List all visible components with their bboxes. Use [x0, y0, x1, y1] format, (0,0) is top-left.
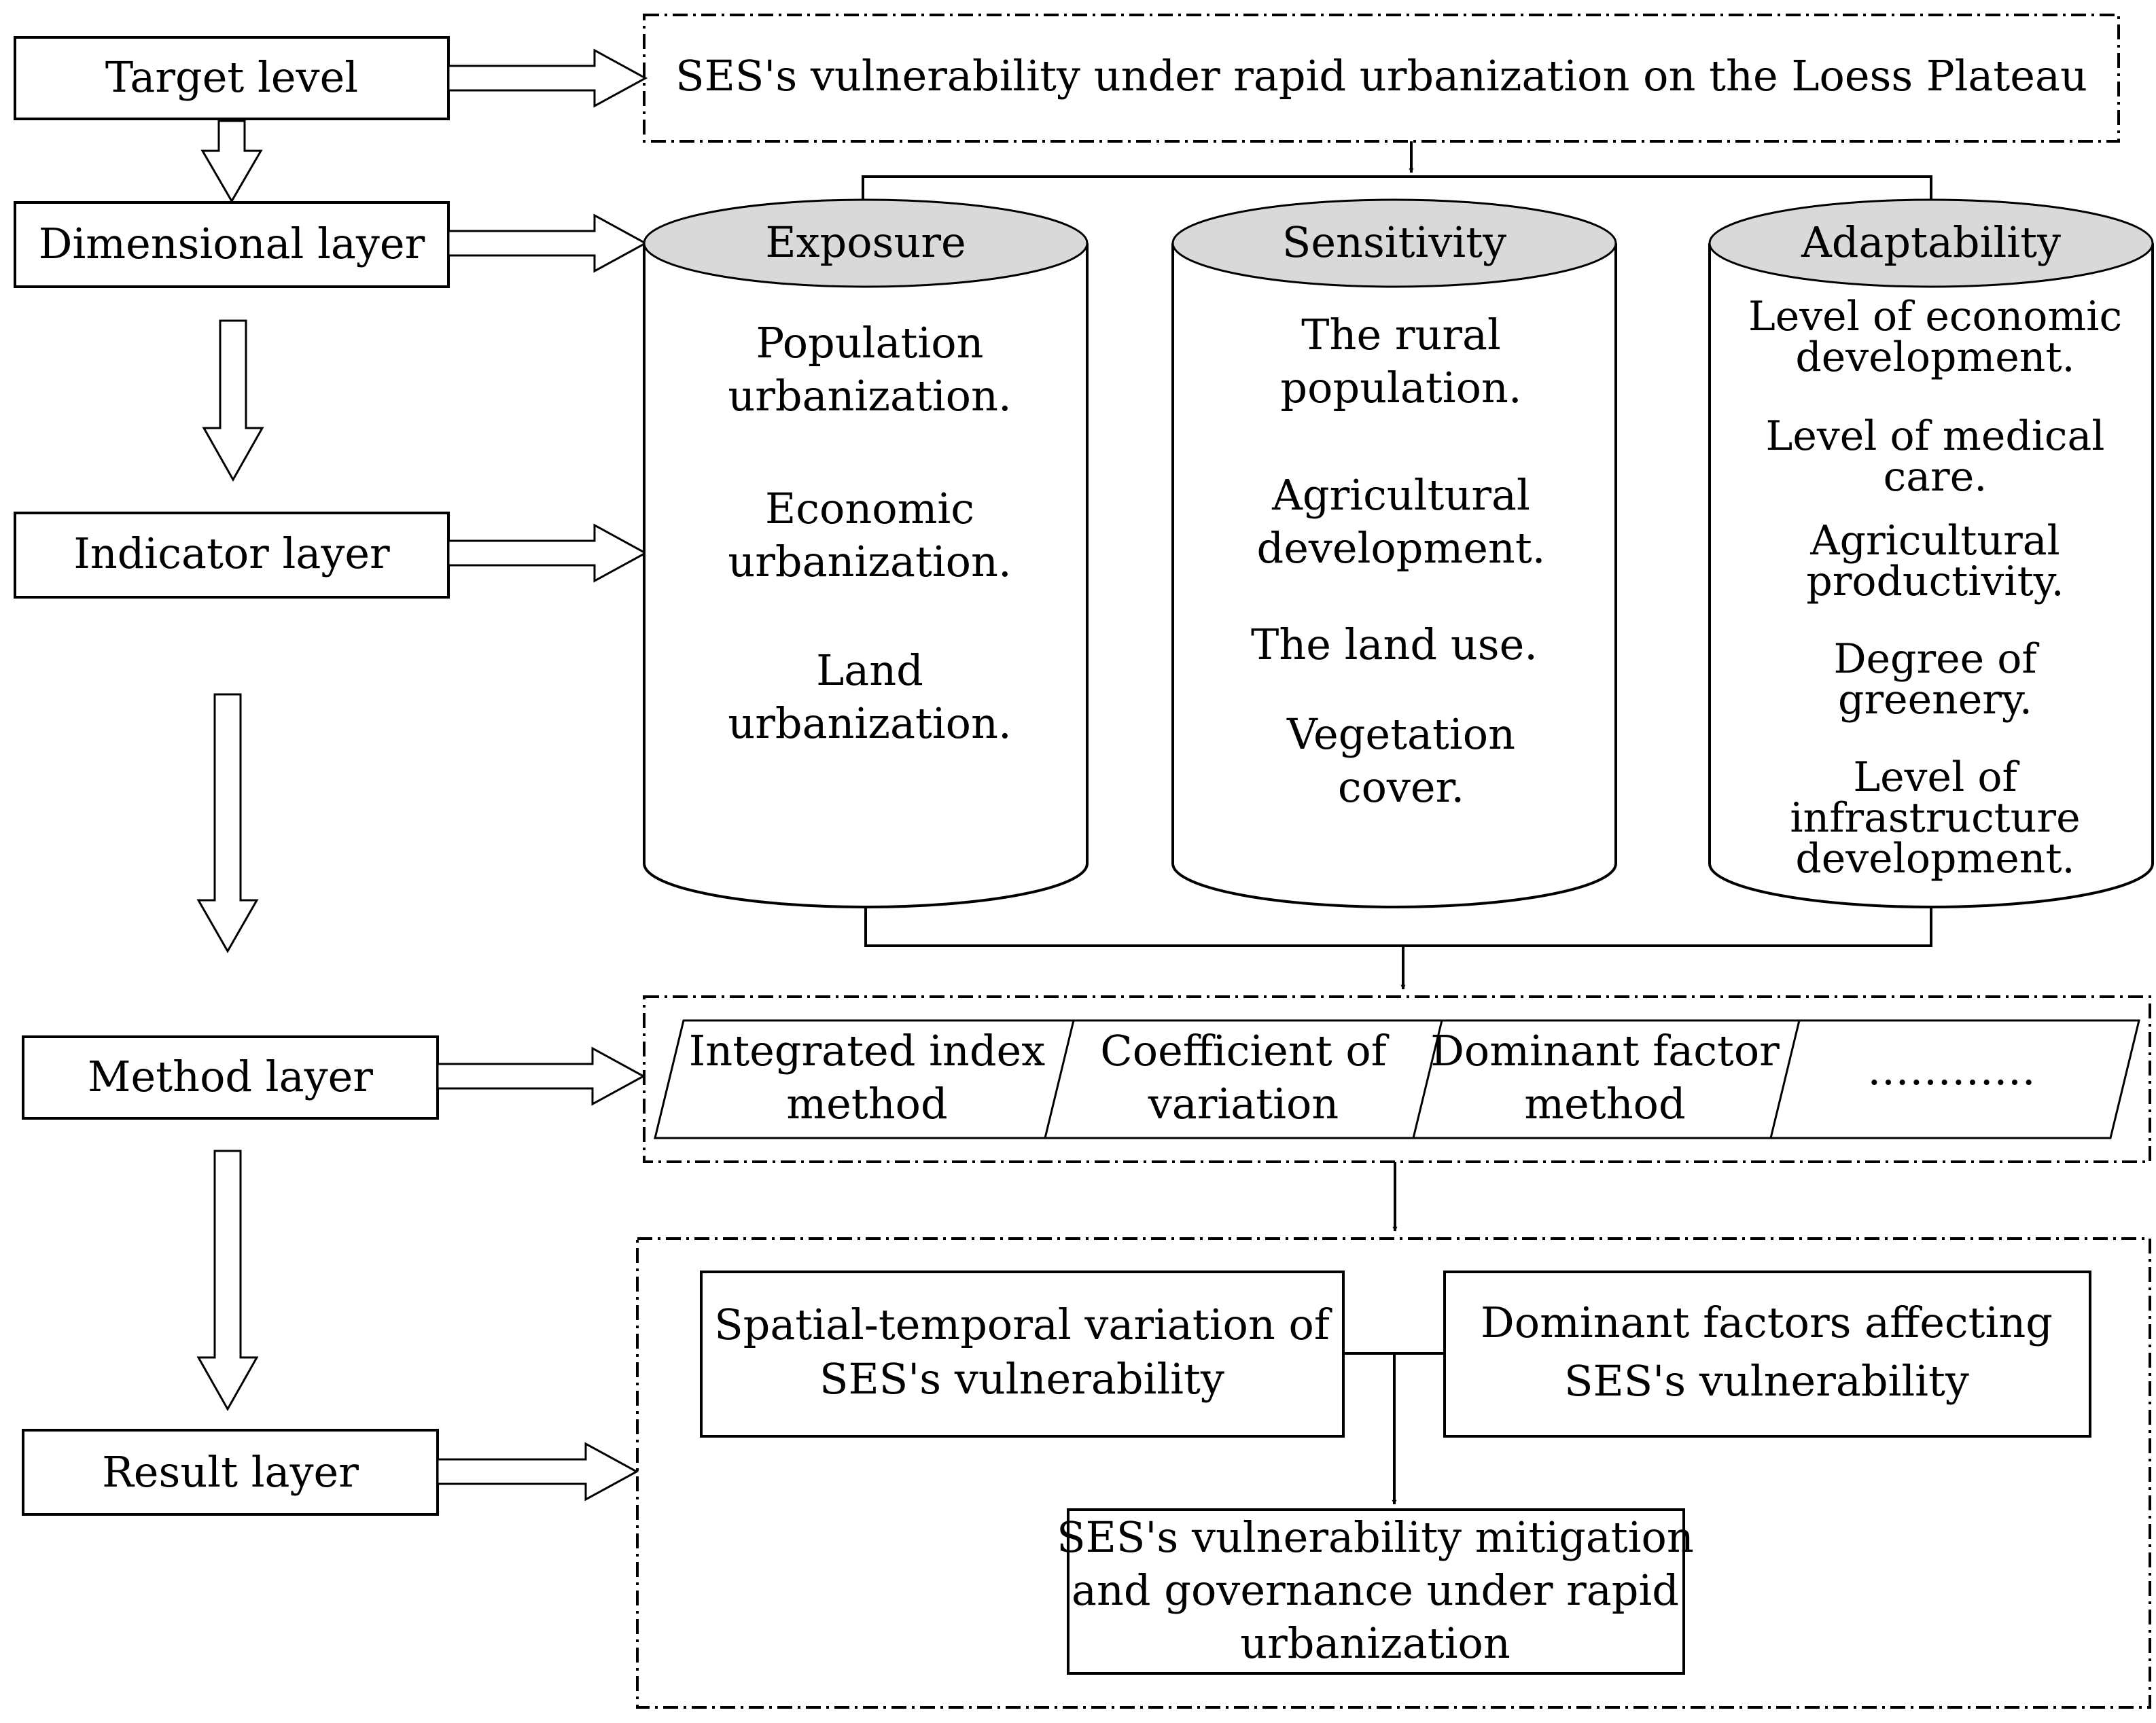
down-arrow-2: [202, 319, 264, 482]
level-box-target: Target level: [14, 36, 450, 120]
dimension-title-adaptability: Adaptability: [1801, 217, 2061, 267]
target-text: SES's vulnerability under rapid urbaniza…: [675, 51, 2087, 101]
right-arrow-dimensional: [447, 213, 648, 273]
connector-target-dimensions: [862, 141, 1932, 200]
right-arrow-method: [436, 1046, 646, 1106]
connector-results-mitigation: [1343, 1352, 1445, 1505]
dimension-title-exposure: Exposure: [765, 217, 966, 267]
level-label-method: Method layer: [88, 1052, 373, 1101]
indicator-item: The land use.: [1251, 620, 1538, 669]
right-arrow-target: [447, 48, 648, 108]
target-box: SES's vulnerability under rapid urbaniza…: [643, 14, 2120, 143]
methods-parallelogram: [654, 1019, 2140, 1139]
down-arrow-1: [200, 120, 263, 203]
method-item: …………: [1867, 1045, 2036, 1095]
level-box-indicator: Indicator layer: [14, 512, 450, 599]
level-label-indicator: Indicator layer: [73, 529, 390, 578]
down-arrow-3: [196, 693, 259, 954]
level-label-target: Target level: [105, 52, 358, 102]
level-box-dimensional: Dimensional layer: [14, 201, 450, 288]
down-arrow-4: [196, 1150, 259, 1412]
level-box-result: Result layer: [22, 1429, 439, 1516]
level-label-result: Result layer: [102, 1447, 359, 1497]
connector-dimensions-methods: [864, 907, 1932, 990]
level-box-method: Method layer: [22, 1035, 439, 1120]
right-arrow-indicator: [447, 523, 648, 583]
level-label-dimensional: Dimensional layer: [39, 219, 425, 268]
right-arrow-result: [436, 1442, 639, 1502]
dimension-title-sensitivity: Sensitivity: [1282, 217, 1506, 267]
